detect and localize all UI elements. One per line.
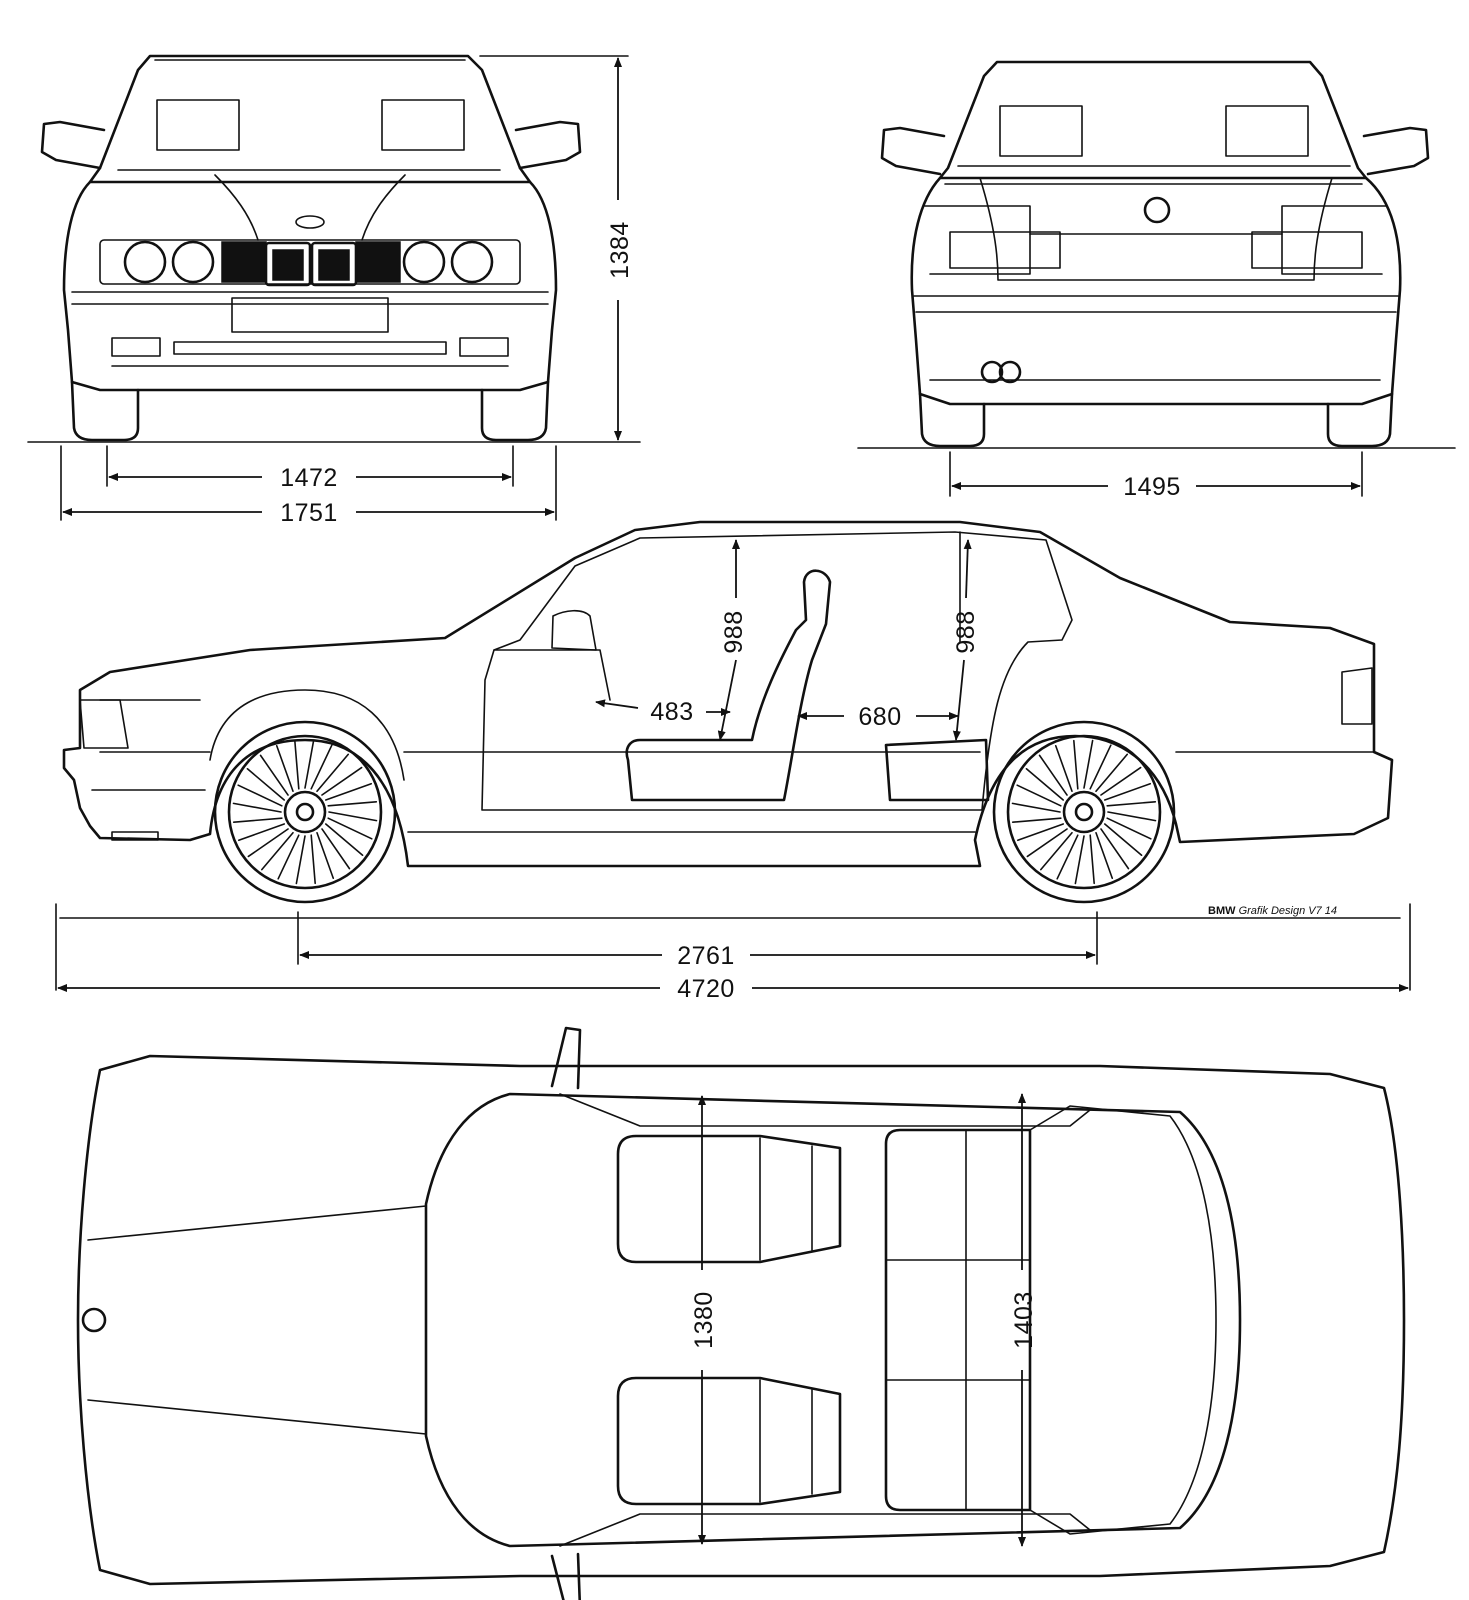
front-track-label: 1472 (280, 464, 338, 492)
overall-width-label: 1751 (280, 499, 338, 527)
overall-length-label: 4720 (677, 975, 735, 1003)
wheel-spoke (1106, 801, 1157, 807)
wheel-spoke (324, 782, 373, 801)
wheel-spoke (294, 739, 300, 790)
wheel-spoke (247, 828, 289, 858)
wheel-spoke (316, 753, 350, 793)
wheel-spoke (232, 817, 283, 823)
front-headroom-label: 988 (720, 610, 748, 653)
wheel-spoke (1107, 811, 1157, 822)
wheel-spoke (304, 739, 315, 789)
front-view: 1384 1472 1751 (27, 54, 641, 527)
wheel-spoke (1026, 828, 1068, 858)
wheel-spoke (259, 754, 289, 796)
wheel-spoke (295, 835, 306, 885)
wheel-spoke (246, 767, 286, 801)
wheel-spoke (275, 744, 294, 793)
wheel-spoke (1039, 831, 1073, 871)
rear-legroom-label: 680 (858, 703, 901, 731)
wheel-spoke (1100, 766, 1142, 796)
wheel-spoke (1056, 834, 1079, 880)
wheel-spoke (1089, 834, 1095, 885)
wheelbase-label: 2761 (677, 942, 735, 970)
drawing-credit: BMW Grafik Design V7 14 (1208, 905, 1337, 917)
front-legroom-label: 483 (650, 698, 693, 726)
wheel-spoke (277, 834, 300, 880)
wheel-spoke (1016, 823, 1065, 842)
wheel-spoke (310, 744, 333, 790)
top-view: 1380 1403 (76, 1026, 1406, 1600)
wheel-spoke (1054, 744, 1073, 793)
wheel-spoke (232, 802, 282, 813)
wheel-spoke (321, 766, 363, 796)
wheel-spoke (327, 801, 378, 807)
wheel-spoke (1074, 835, 1085, 885)
front-shoulder-label: 1380 (690, 1291, 718, 1349)
rear-track-label: 1495 (1123, 473, 1181, 501)
wheel-spoke (324, 823, 364, 857)
wheel-spoke (321, 828, 351, 870)
wheel-spoke (1016, 784, 1062, 807)
wheel-spoke (310, 834, 316, 885)
rear-headroom-label: 988 (952, 610, 980, 653)
wheel-spoke (237, 784, 283, 807)
wheel-spoke (1083, 739, 1094, 789)
wheel-spoke (328, 811, 378, 822)
wheel-spoke (1011, 817, 1062, 823)
wheel-spoke (1106, 817, 1152, 840)
wheel-spoke (1100, 828, 1130, 870)
wheel-spoke (1103, 823, 1143, 857)
wheel-spoke (1073, 739, 1079, 790)
wheel-spoke (260, 831, 294, 871)
wheel-spoke (1025, 767, 1065, 801)
wheel-spoke (1103, 782, 1152, 801)
wheel-spoke (237, 823, 286, 842)
front-height-label: 1384 (606, 221, 634, 279)
wheel-spoke (1095, 753, 1129, 793)
wheel-spoke (1095, 831, 1114, 880)
wheel-spoke (316, 831, 335, 880)
rear-shoulder-label: 1403 (1010, 1291, 1038, 1349)
wheel-spoke (327, 817, 373, 840)
wheel-spoke (1038, 754, 1068, 796)
rear-view: 1495 (857, 60, 1456, 501)
wheel-spoke (1011, 802, 1061, 813)
wheel-spoke (1089, 744, 1112, 790)
side-view: 988 988 483 680 BMW Grafik Design V7 14 … (55, 520, 1411, 1003)
